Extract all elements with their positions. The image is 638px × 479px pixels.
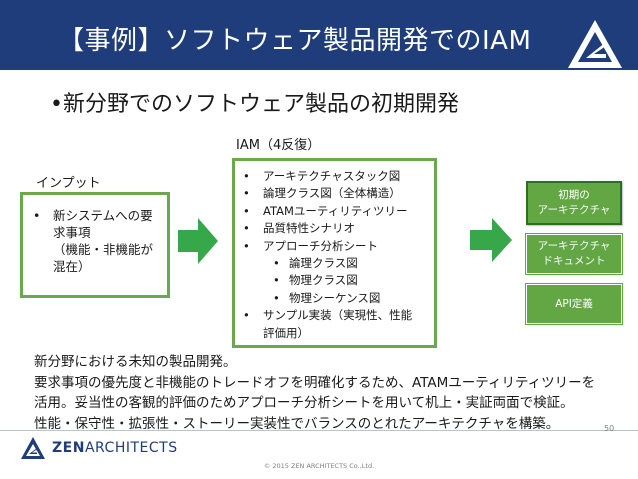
iam-box: アーキテクチャスタック図 論理クラス図（全体構造） ATAMユーティリティツリー… [232, 158, 437, 348]
page-number: 50 [604, 424, 615, 433]
zen-logo-icon [21, 437, 45, 459]
copyright: © 2015 ZEN ARCHITECTS Co.,Ltd. [263, 462, 375, 470]
footer-brand-bold: ZEN [52, 440, 85, 456]
summary-text: 新分野における未知の製品開発。 要求事項の優先度と非機能のトレードオフを明確化す… [34, 352, 595, 434]
summary-line: 性能・保守性・拡張性・ストーリー実装性でバランスのとれたアーキテクチャを構築。 [34, 415, 560, 432]
zen-logo-icon [568, 20, 622, 68]
iam-subitem: 物理クラス図 [241, 272, 430, 290]
footer-brand: ZENARCHITECTS [52, 440, 178, 456]
iam-list: アーキテクチャスタック図 論理クラス図（全体構造） ATAMユーティリティツリー… [235, 161, 434, 342]
title-bar: 【事例】ソフトウェア製品開発でのIAM [0, 0, 638, 70]
slide-subtitle: •新分野でのソフトウェア製品の初期開発 [50, 92, 459, 117]
input-box: 新システムへの要 求事項 （機能・非機能が 混在） [20, 192, 170, 298]
right-arrow-icon [178, 218, 218, 264]
iam-item: サンプル実装（実現性、性能 [241, 307, 430, 325]
input-item: 新システムへの要 [31, 207, 167, 224]
summary-line: 要求事項の優先度と非機能のトレードオフを明確化するため、ATAMユーティリティツ… [34, 374, 596, 391]
iam-item: ATAMユーティリティツリー [241, 203, 430, 221]
iam-item: 論理クラス図（全体構造） [241, 185, 430, 203]
iam-label: IAM（4反復） [236, 138, 321, 153]
input-item: 混在） [53, 259, 91, 274]
footer-divider [0, 430, 638, 431]
summary-line: 新分野における未知の製品開発。 [34, 354, 237, 370]
iam-item: 評価用） [263, 325, 309, 340]
iam-item: 品質特性シナリオ [241, 220, 430, 238]
slide-title: 【事例】ソフトウェア製品開発でのIAM [58, 26, 532, 56]
output-api-definition: API定義 [525, 283, 623, 325]
output-initial-architecture: 初期の アーキテクチャ [526, 181, 622, 225]
footer-brand-rest: ARCHITECTS [84, 440, 178, 456]
right-arrow-icon [470, 218, 512, 262]
iam-item: アプローチ分析シート [241, 238, 430, 256]
input-list: 新システムへの要 求事項 （機能・非機能が 混在） [23, 195, 167, 275]
iam-subitem: 論理クラス図 [241, 255, 430, 273]
output-architecture-document: アーキテクチャ ドキュメント [525, 233, 623, 275]
input-label: インプット [36, 176, 101, 191]
iam-subitem: 物理シーケンス図 [241, 290, 430, 308]
input-item: （機能・非機能が [53, 242, 154, 257]
input-item: 求事項 [53, 225, 91, 240]
iam-item: アーキテクチャスタック図 [241, 168, 430, 186]
summary-line: 活用。妥当性の客観的評価のためアプローチ分析シートを用いて机上・実証両面で検証。 [34, 395, 574, 411]
